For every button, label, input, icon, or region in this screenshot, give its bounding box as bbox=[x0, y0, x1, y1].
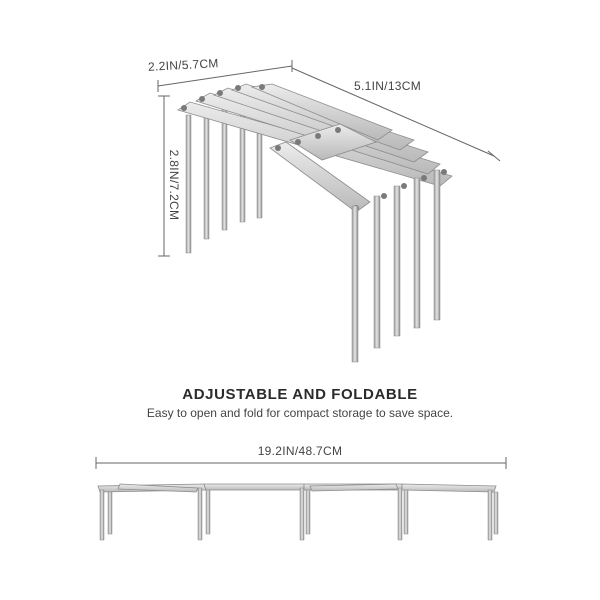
height-dimension-label: 2.8IN/7.2CM bbox=[167, 149, 181, 221]
front-legs bbox=[351, 169, 441, 363]
rack-folded bbox=[177, 83, 453, 363]
extended-length-label: 19.2IN/48.7CM bbox=[257, 444, 343, 458]
top-bars bbox=[177, 83, 453, 213]
feature-description: Easy to open and fold for compact storag… bbox=[146, 406, 454, 420]
length-dimension-label: 5.1IN/13CM bbox=[354, 79, 422, 93]
dimension-lines bbox=[157, 60, 501, 257]
rack-extended bbox=[97, 483, 499, 541]
extended-dimension-line bbox=[95, 457, 507, 469]
feature-headline: ADJUSTABLE AND FOLDABLE bbox=[182, 386, 418, 403]
